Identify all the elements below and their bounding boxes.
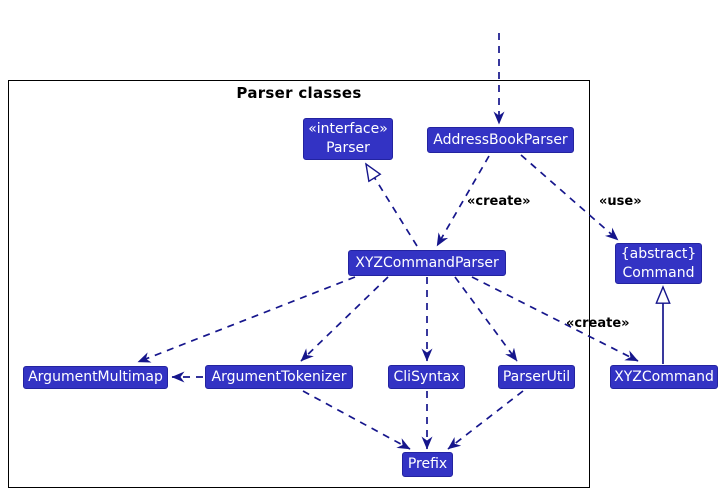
label-create-1: «create»	[467, 194, 531, 209]
class-node-xyzcommandparser-line-0: XYZCommandParser	[355, 254, 499, 271]
label-use: «use»	[599, 194, 642, 209]
class-node-prefix: Prefix	[402, 452, 453, 477]
class-node-parserutil-line-0: ParserUtil	[502, 368, 571, 385]
class-node-argumenttokenizer: ArgumentTokenizer	[205, 365, 353, 389]
class-node-parser-interface: «interface» Parser	[303, 118, 393, 160]
frame-title: Parser classes	[236, 84, 362, 102]
class-node-parser-interface-line-0: «interface»	[308, 121, 388, 137]
label-create-2: «create»	[566, 316, 630, 331]
class-node-xyzcommand: XYZCommand	[610, 365, 718, 389]
class-node-command-abstract: {abstract} Command	[615, 243, 702, 284]
class-node-parserutil: ParserUtil	[498, 365, 575, 389]
class-node-xyzcommand-line-0: XYZCommand	[614, 368, 714, 385]
class-node-command-abstract-line-0: {abstract}	[620, 245, 697, 262]
class-node-argumentmultimap: ArgumentMultimap	[23, 366, 168, 389]
class-node-argumenttokenizer-line-0: ArgumentTokenizer	[211, 368, 347, 385]
class-node-addressbookparser-line-0: AddressBookParser	[433, 131, 568, 148]
class-node-command-abstract-line-1: Command	[622, 264, 695, 281]
class-node-addressbookparser: AddressBookParser	[427, 127, 574, 153]
class-node-parser-interface-line-1: Parser	[326, 140, 370, 156]
class-node-argumentmultimap-line-0: ArgumentMultimap	[28, 369, 163, 385]
class-node-clisyntax: CliSyntax	[388, 365, 465, 389]
class-node-prefix-line-0: Prefix	[407, 456, 448, 472]
class-node-xyzcommandparser: XYZCommandParser	[348, 250, 506, 276]
class-node-clisyntax-line-0: CliSyntax	[393, 368, 460, 385]
